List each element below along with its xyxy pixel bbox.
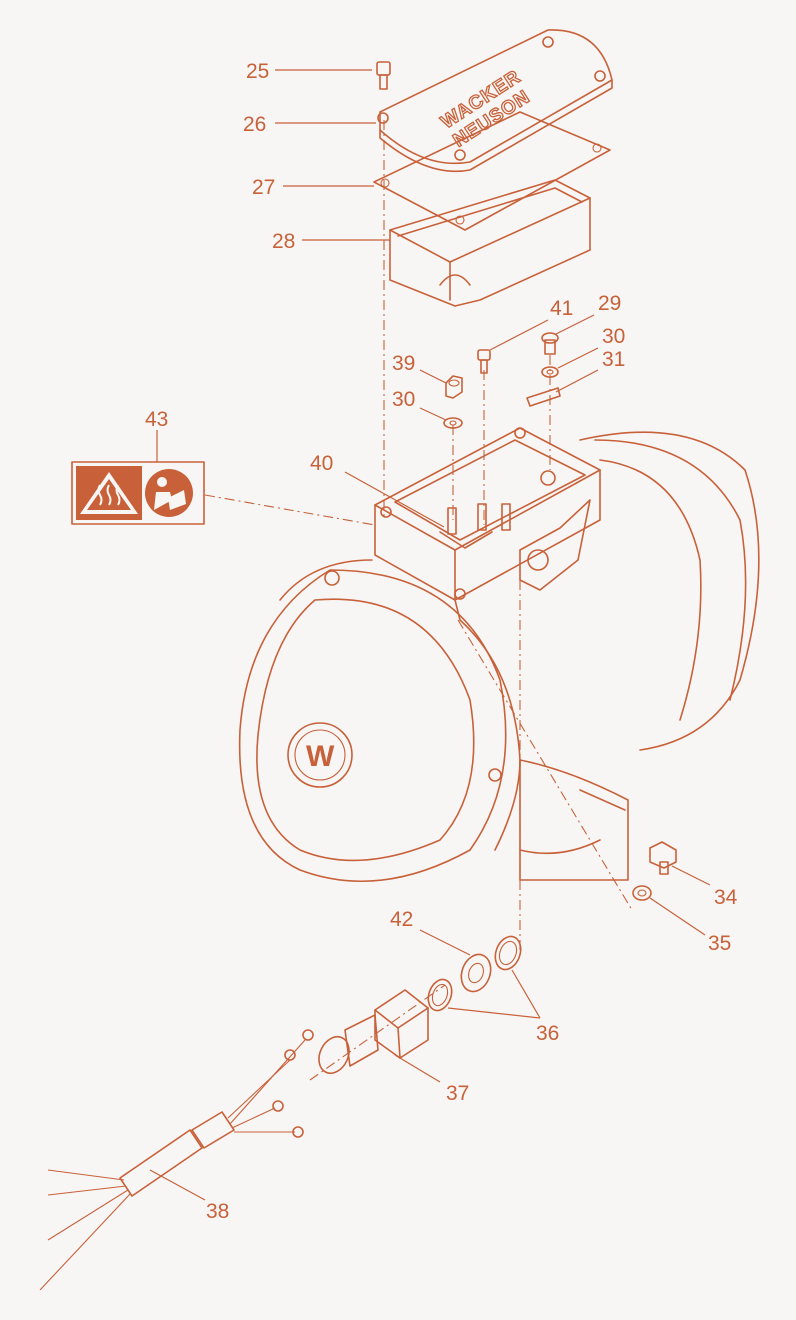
motor-emblem — [287, 722, 353, 788]
label-39: 39 — [392, 352, 415, 375]
label-30-upper: 30 — [602, 325, 625, 348]
warning-decal-43 — [71, 461, 205, 525]
junction-box-28 — [389, 179, 591, 307]
screw-29 — [541, 332, 559, 355]
hex-nut-39 — [445, 375, 463, 399]
label-35: 35 — [708, 932, 731, 955]
label-30-lower: 30 — [392, 388, 415, 411]
cable-gland-37 — [318, 989, 429, 1075]
label-28: 28 — [272, 230, 295, 253]
label-43: 43 — [145, 408, 168, 431]
label-38: 38 — [206, 1200, 229, 1223]
label-37: 37 — [446, 1082, 469, 1105]
washer-30-lower — [443, 417, 463, 429]
read-manual-icon — [145, 469, 193, 517]
alignment-lines — [204, 120, 633, 1081]
screw-41 — [477, 349, 491, 374]
o-ring-36-lower — [427, 978, 453, 1012]
label-25: 25 — [246, 60, 269, 83]
cover-gasket-27 — [373, 111, 611, 231]
bushing-42 — [460, 953, 492, 993]
label-26: 26 — [243, 113, 266, 136]
part-labels: 25 26 27 28 29 30 31 41 39 30 43 40 34 3… — [145, 60, 738, 1223]
label-41: 41 — [550, 297, 573, 320]
lock-washer-35 — [632, 885, 652, 901]
label-42: 42 — [390, 908, 413, 931]
label-40: 40 — [310, 452, 333, 475]
label-29: 29 — [598, 292, 621, 315]
lock-tab-31 — [526, 387, 561, 407]
label-36: 36 — [536, 1022, 559, 1045]
label-34: 34 — [714, 886, 738, 909]
label-27: 27 — [252, 176, 275, 199]
motor-emblem-letter: W — [306, 740, 335, 773]
label-31: 31 — [602, 348, 625, 371]
hot-surface-warning-icon — [76, 466, 142, 520]
o-ring-36-upper — [494, 935, 522, 971]
hex-bolt-34 — [649, 841, 677, 875]
cable-38 — [39, 1029, 314, 1291]
cap-screw-25 — [376, 61, 391, 90]
motor-housing: W — [238, 427, 760, 883]
leader-lines — [149, 69, 711, 1201]
junction-box-cover-26: WACKER NEUSON — [377, 29, 613, 173]
washer-30-upper — [541, 366, 559, 378]
